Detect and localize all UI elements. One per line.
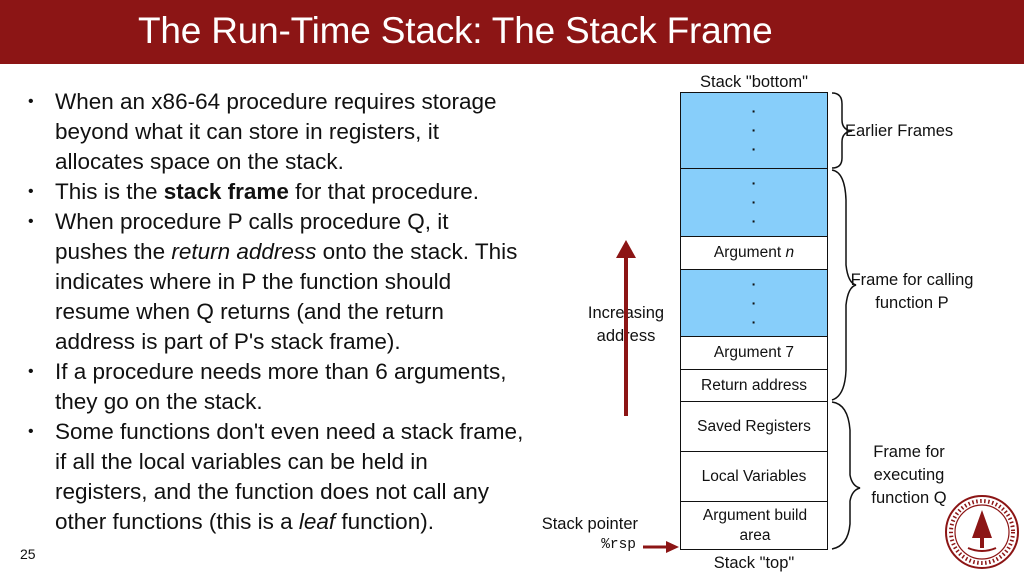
bullet-dot: • xyxy=(28,93,34,110)
bullet-dot: • xyxy=(28,423,34,440)
ellipsis-dots: ··· xyxy=(751,103,757,157)
argument-n-var: n xyxy=(785,244,795,261)
bullet-text: onto the stack. This indicates where in … xyxy=(55,239,518,354)
stack-cell-earlier-frames: ··· xyxy=(680,92,828,169)
earlier-frames-label: Earlier Frames xyxy=(845,122,954,140)
frame-q-label: Frame for executing function Q xyxy=(871,443,947,507)
page-number: 25 xyxy=(20,546,36,562)
bullet-item: • If a procedure needs more than 6 argume… xyxy=(24,357,524,417)
increasing-address-arrow xyxy=(616,240,636,416)
bullet-item: • Some functions don't even need a stack … xyxy=(24,417,524,537)
bullet-item: • When an x86-64 procedure requires stora… xyxy=(24,87,524,177)
bullet-item: • When procedure P calls procedure Q, it … xyxy=(24,207,524,357)
bullet-text: Some functions don't even need a stack f… xyxy=(55,419,524,534)
bullet-text: for that procedure. xyxy=(288,179,479,204)
university-seal-logo xyxy=(945,495,1019,569)
bullet-text: return address xyxy=(171,239,317,264)
title-bar: The Run-Time Stack: The Stack Frame xyxy=(0,0,1024,64)
stack-pointer-arrow xyxy=(643,541,679,553)
frame-p-brace xyxy=(831,169,857,401)
slide-title: The Run-Time Stack: The Stack Frame xyxy=(138,10,773,51)
bullet-text: leaf xyxy=(298,509,336,534)
bullet-dot: • xyxy=(28,183,34,200)
bullet-dot: • xyxy=(28,213,34,230)
stack-cell-frame-p-upper: ··· xyxy=(680,168,828,237)
bullet-item: • This is the stack frame for that proced… xyxy=(24,177,524,207)
ellipsis-dots: ··· xyxy=(751,275,757,330)
rsp-register-label: %rsp xyxy=(601,537,636,553)
bullet-text: When an x86-64 procedure requires storag… xyxy=(55,89,497,174)
bullet-text: When procedure P calls procedure Q, it p… xyxy=(55,209,449,264)
stack-bottom-label: Stack "bottom" xyxy=(699,73,808,91)
stack-pointer-label: Stack pointer xyxy=(541,515,638,533)
frame-q-brace xyxy=(831,401,861,550)
bullet-text: This is the xyxy=(55,179,164,204)
frame-p-label: Frame for calling function P xyxy=(850,271,974,312)
bullet-text: stack frame xyxy=(163,179,289,204)
ellipsis-dots: ··· xyxy=(751,175,757,229)
argument-n-prefix: Argument xyxy=(713,244,786,261)
earlier-frames-brace xyxy=(831,92,853,169)
bullet-text: If a procedure needs more than 6 argumen… xyxy=(55,359,507,414)
bullet-list: • When an x86-64 procedure requires stora… xyxy=(24,87,524,537)
stack-top-label: Stack "top" xyxy=(713,554,795,572)
stack-cell-frame-p-middle: ··· xyxy=(680,269,828,337)
bullet-dot: • xyxy=(28,363,34,380)
bullet-text: function). xyxy=(335,509,434,534)
stack-cell-argument-build-area: Argument build area xyxy=(680,501,828,550)
